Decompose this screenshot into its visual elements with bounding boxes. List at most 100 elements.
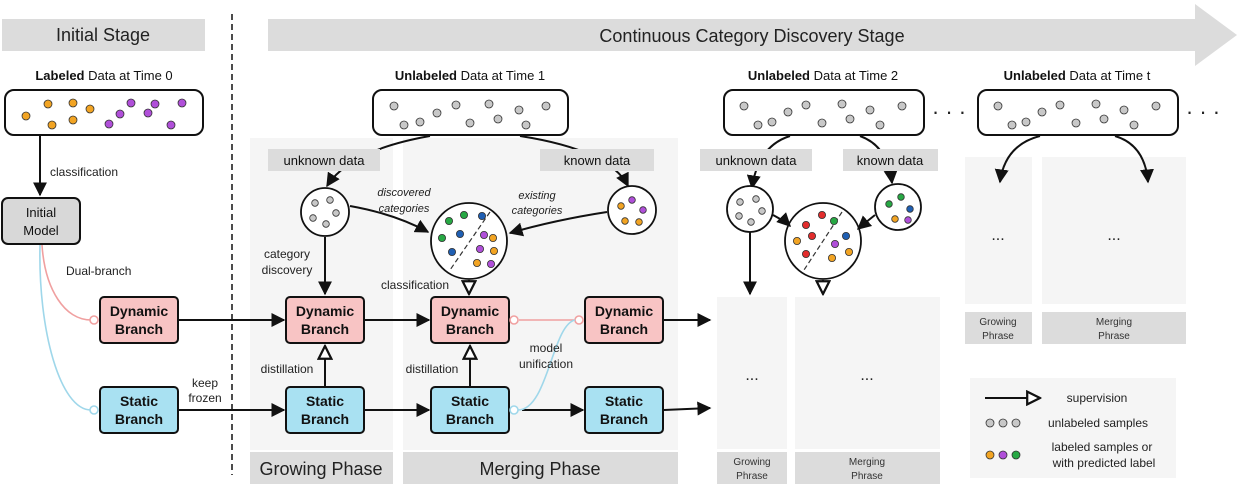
svg-text:unknown data: unknown data: [716, 153, 798, 168]
unlabeled-data-box-tt: [977, 89, 1179, 136]
unknown-samples-circle-t1: [300, 187, 350, 237]
legend-labeled-dot: [985, 450, 995, 460]
discovered-label-1: discovered: [377, 187, 431, 199]
initial-model-label-1: Initial: [26, 205, 56, 220]
time2-title: Unlabeled Data at Time 2: [748, 68, 898, 83]
svg-text:Merging: Merging: [849, 457, 885, 468]
svg-text:Phrase: Phrase: [1098, 331, 1130, 342]
dynamic-branch-output: Dynamic Branch: [584, 296, 664, 344]
unlabeled-data-box-t2: [723, 89, 925, 136]
arrow-known-to-merged: [508, 211, 608, 237]
legend-labeled-text-2: with predicted label: [1052, 456, 1156, 470]
svg-text:Phrase: Phrase: [736, 471, 768, 482]
static-branch-output: Static Branch: [584, 386, 664, 434]
existing-label-1: existing: [518, 190, 556, 202]
distillation-growing-label: distillation: [261, 362, 314, 376]
merging-phrase-tt-bg: [1042, 312, 1186, 344]
arrow-static-output-next: [663, 401, 712, 416]
static-branch-merging: Static Branch: [430, 386, 510, 434]
ellipsis-growing-tt: ...: [991, 227, 1004, 244]
discovered-label-2: categories: [379, 203, 430, 215]
svg-text:Phrase: Phrase: [851, 471, 883, 482]
merging-phase-label: Merging Phase: [479, 459, 600, 479]
svg-text:Branch: Branch: [600, 411, 648, 427]
svg-text:Dynamic: Dynamic: [441, 303, 500, 319]
known-data-tag-t1: [540, 149, 654, 171]
initial-model-label-2: Model: [23, 223, 59, 238]
unification-link-static: [517, 319, 576, 411]
growing-phase-label: Growing Phase: [259, 459, 382, 479]
svg-text:Branch: Branch: [446, 321, 494, 337]
time0-title: Labeled Data at Time 0: [35, 68, 172, 83]
existing-label-2: categories: [512, 205, 563, 217]
unknown-samples-circle-t2: [726, 185, 774, 233]
dual-branch-label: Dual-branch: [66, 264, 131, 278]
svg-text:known data: known data: [857, 153, 924, 168]
unification-label: unification: [519, 357, 573, 371]
static-branch-growing: Static Branch: [285, 386, 365, 434]
legend-unlabeled-dot: [985, 418, 995, 428]
dynamic-branch-growing: Dynamic Branch: [285, 296, 365, 344]
growing-phrase-tt-bg: [965, 312, 1032, 344]
svg-text:Static: Static: [605, 393, 643, 409]
legend-supervision-text: supervision: [1067, 391, 1128, 405]
labeled-data-box-t0: [4, 89, 204, 136]
svg-text:Phrase: Phrase: [982, 331, 1014, 342]
svg-text:Dynamic: Dynamic: [296, 303, 355, 319]
unknown-data-tag-t2: [700, 149, 812, 171]
ellipsis-merging-t2: ...: [860, 367, 873, 384]
arrow-t2-unknown-to-merged: [772, 212, 791, 227]
svg-text:Branch: Branch: [115, 411, 163, 427]
ellipsis-between-t2-tt: · · ·: [932, 99, 966, 124]
merged-categories-circle-t1: [430, 202, 508, 280]
growing-phrase-t2-bg: [717, 452, 787, 484]
unknown-data-tag-t1: [268, 149, 380, 171]
legend-unlabeled-text: unlabeled samples: [1048, 416, 1148, 430]
unlabeled-data-box-t1: [372, 89, 569, 136]
svg-text:Merging: Merging: [1096, 317, 1132, 328]
frozen-label: frozen: [188, 391, 221, 405]
ellipsis-growing-t2: ...: [745, 367, 758, 384]
known-data-tag-t2: [843, 149, 938, 171]
time1-title: Unlabeled Data at Time 1: [395, 68, 545, 83]
initial-stage-label: Initial Stage: [56, 25, 150, 45]
growing-phase-label-bg: [250, 452, 393, 484]
svg-text:Branch: Branch: [446, 411, 494, 427]
arrow-t2-known-to-merged: [856, 214, 876, 230]
svg-text:Growing: Growing: [979, 317, 1016, 328]
static-branch-initial: Static Branch: [99, 386, 179, 434]
merging-phrase-t2-bg: [795, 452, 940, 484]
legend-labeled-text-1: labeled samples or: [1052, 440, 1153, 454]
arrow-tt-right: [1114, 135, 1154, 184]
merged-categories-circle-t2: [784, 202, 862, 280]
svg-text:Dynamic: Dynamic: [110, 303, 169, 319]
continuous-stage-arrow: [268, 4, 1237, 66]
arrow-tt-left: [994, 135, 1041, 184]
timet-title: Unlabeled Data at Time t: [1004, 68, 1151, 83]
dual-branch-link-static: [39, 244, 92, 411]
svg-text:unknown data: unknown data: [284, 153, 366, 168]
svg-text:Static: Static: [451, 393, 489, 409]
known-samples-circle-t2: [874, 183, 922, 231]
ellipsis-after-tt: · · ·: [1186, 99, 1220, 124]
dynamic-branch-initial: Dynamic Branch: [99, 296, 179, 344]
dynamic-branch-merging: Dynamic Branch: [430, 296, 510, 344]
classification-mid-label: classification: [381, 278, 449, 292]
discovery-label: discovery: [262, 263, 313, 277]
merging-phase-panel-tt: [1042, 157, 1186, 304]
ellipsis-merging-tt: ...: [1107, 227, 1120, 244]
keep-label: keep: [192, 376, 218, 390]
legend: supervision unlabeled samples labeled sa…: [970, 378, 1176, 478]
merging-phase-panel-t2: [795, 297, 940, 449]
merging-phase-label-bg: [403, 452, 678, 484]
known-samples-circle-t1: [607, 185, 657, 235]
dual-branch-link-dynamic: [41, 244, 92, 321]
svg-text:Branch: Branch: [301, 411, 349, 427]
svg-text:Branch: Branch: [301, 321, 349, 337]
arrow-unknown-to-merged: [349, 205, 430, 233]
distillation-merging-label: distillation: [406, 362, 459, 376]
svg-text:Dynamic: Dynamic: [595, 303, 654, 319]
model-label: model: [530, 341, 563, 355]
category-label: category: [264, 247, 310, 261]
